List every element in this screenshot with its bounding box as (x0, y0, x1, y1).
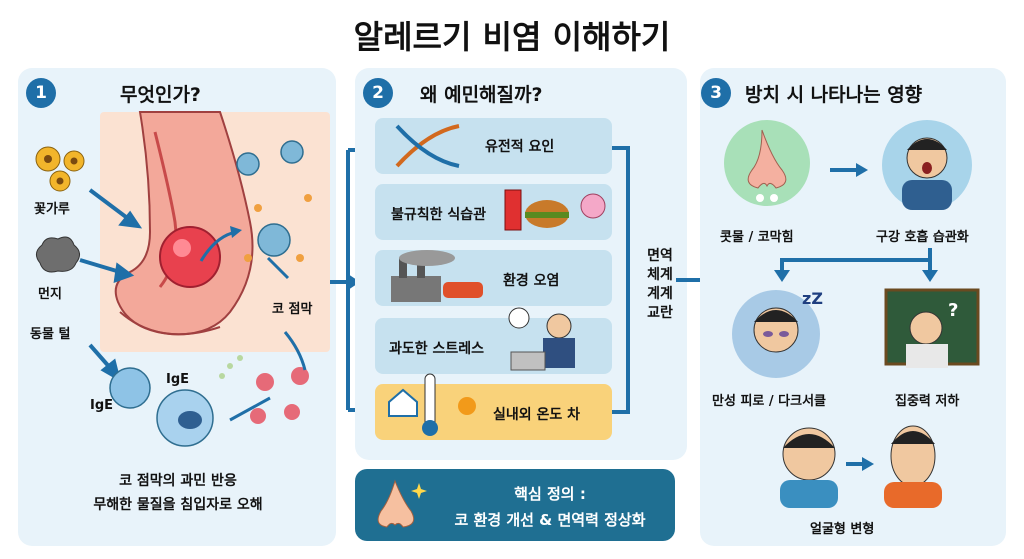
step-number-1: 1 (26, 78, 56, 108)
panel1-summary-line1: 코 점막의 과민 반응 (119, 473, 237, 489)
panel2-heading: 왜 예민해질까? (420, 84, 543, 106)
mouth-breathing-person-icon (882, 120, 972, 210)
cause-label: 과도한 스트레스 (389, 341, 485, 357)
nose-cross-section-illustration (100, 111, 330, 352)
immune-label-line: 교란 (647, 305, 673, 321)
cause-stress: 과도한 스트레스 (375, 307, 612, 374)
dust-icon (36, 236, 80, 273)
dna-icon (395, 124, 460, 168)
cause-genetic: 유전적 요인 (375, 118, 612, 174)
immune-label-line: 면역 (647, 248, 673, 264)
panel1-summary-line2: 무해한 물질을 침입자로 오해 (93, 497, 263, 513)
face-after-icon (884, 425, 942, 508)
allergen-label-dust: 먼지 (38, 287, 62, 302)
effect-label-runny-nose: 콧물 / 코막힘 (720, 230, 794, 245)
house-thermometer-sun-icon (388, 373, 476, 436)
effect-label-fatigue: 만성 피로 / 다크서클 (712, 394, 827, 409)
immune-disruption-label: 면역 체계 계계 교란 (643, 247, 677, 323)
core-definition-text: 코 환경 개선 & 면역력 정상화 (454, 511, 646, 529)
step-number-2: 2 (363, 78, 393, 108)
nose-sparkle-icon (377, 479, 427, 528)
mucosa-arrow (199, 226, 242, 262)
panel3-heading: 방치 시 나타나는 영향 (745, 84, 923, 106)
branch-arrows (774, 248, 938, 282)
cause-label: 불규칙한 식습관 (391, 207, 487, 223)
pollen-icon (35, 146, 85, 192)
effect-label-concentration: 집중력 저하 (895, 394, 960, 409)
immune-label-line: 체계 (647, 267, 673, 283)
fast-food-icon (504, 189, 606, 231)
cause-temperature-difference: 실내외 온도 차 (375, 373, 612, 440)
core-definition-box: 핵심 정의 : 코 환경 개선 & 면역력 정상화 (355, 469, 675, 541)
tired-person-icon: zZ (732, 289, 823, 378)
factory-icon (391, 250, 483, 302)
arrow-right (830, 163, 868, 177)
unfocused-student-icon: ? (884, 288, 980, 368)
allergen-label-animal-hair: 동물 털 (30, 327, 71, 342)
svg-text:zZ: zZ (802, 289, 823, 308)
ige-label-1: IgE (166, 372, 190, 387)
effect-label-mouth-breathing: 구강 호흡 습관화 (876, 230, 969, 245)
face-before-icon (780, 427, 838, 508)
allergen-label-pollen: 꽃가루 (34, 202, 70, 217)
ige-label-2: IgE (90, 398, 114, 413)
cause-pollution: 환경 오염 (375, 250, 612, 306)
stressed-person-icon (508, 307, 575, 371)
runny-nose-icon (724, 120, 810, 206)
core-definition-title: 핵심 정의 : (514, 485, 586, 503)
immune-label-line: 계계 (647, 286, 673, 302)
ige-antibody-cells-illustration (109, 331, 309, 447)
cause-label: 유전적 요인 (485, 139, 555, 155)
step-number-3: 3 (701, 78, 731, 108)
mucosa-label: 코 점막 (272, 302, 313, 317)
cause-irregular-diet: 불규칙한 식습관 (375, 184, 612, 240)
page-title: 알레르기 비염 이해하기 (353, 18, 671, 56)
effect-label-face-shape: 얼굴형 변형 (810, 522, 875, 537)
causes-merge-lines (612, 146, 630, 414)
panel1-heading: 무엇인가? (120, 84, 201, 106)
cause-label: 실내외 온도 차 (493, 407, 581, 423)
immune-cells-illustration (236, 140, 312, 280)
cause-label: 환경 오염 (503, 273, 560, 289)
svg-text:?: ? (948, 300, 958, 321)
arrow-right (846, 457, 874, 471)
allergen-arrows (79, 188, 143, 383)
